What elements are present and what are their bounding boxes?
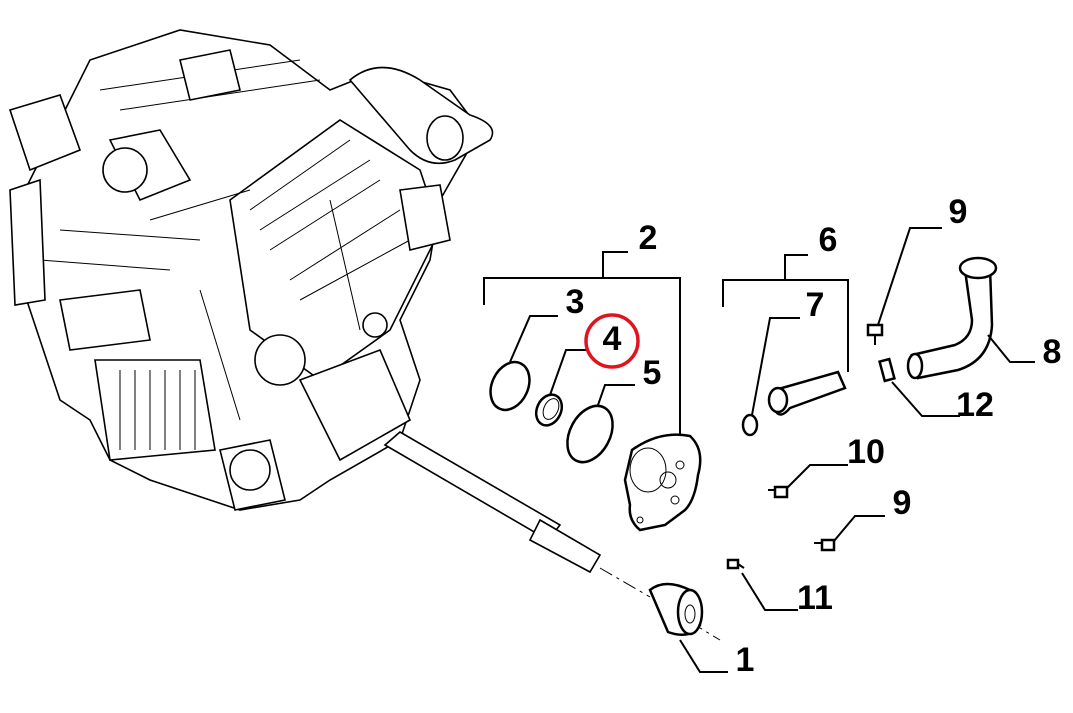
part-8-hose[interactable] xyxy=(906,256,998,380)
label-1[interactable]: 1 xyxy=(736,641,755,679)
part-5-oring[interactable] xyxy=(558,398,621,470)
part-9-bolt-top[interactable] xyxy=(866,323,884,345)
leader-8 xyxy=(987,334,1035,363)
label-6[interactable]: 6 xyxy=(819,221,838,259)
label-11[interactable]: 11 xyxy=(797,579,833,617)
part-3-oring[interactable] xyxy=(483,356,537,417)
leader-7 xyxy=(751,317,800,416)
part-6-pipe[interactable] xyxy=(767,370,847,416)
leader-4 xyxy=(549,349,588,396)
label-4[interactable]: 4 xyxy=(603,320,622,358)
leader-9b xyxy=(833,515,885,542)
leader-12 xyxy=(891,381,960,417)
leader-5 xyxy=(597,384,635,406)
highlight-circle xyxy=(584,313,640,369)
part-4-seal[interactable] xyxy=(531,390,566,429)
part-2-water-pump[interactable] xyxy=(623,433,702,532)
label-10[interactable]: 10 xyxy=(847,433,885,471)
label-3[interactable]: 3 xyxy=(566,283,585,321)
leader-1 xyxy=(679,639,728,673)
bracket-6 xyxy=(722,254,849,372)
part-1-pulley[interactable] xyxy=(648,582,704,637)
leader-3 xyxy=(509,315,558,363)
part-7-oring[interactable] xyxy=(741,413,759,437)
leader-11 xyxy=(741,572,798,611)
bracket-2 xyxy=(483,251,681,435)
engine-assembly xyxy=(8,29,494,511)
label-8[interactable]: 8 xyxy=(1043,333,1062,371)
label-9-bottom[interactable]: 9 xyxy=(893,484,912,522)
leader-9a xyxy=(877,227,942,326)
part-10-bolt[interactable] xyxy=(768,485,789,499)
label-5[interactable]: 5 xyxy=(643,354,662,392)
label-9-top[interactable]: 9 xyxy=(949,193,968,231)
part-12-clip[interactable] xyxy=(878,357,896,383)
part-9-bolt-bottom[interactable] xyxy=(814,538,836,552)
label-12[interactable]: 12 xyxy=(956,386,994,424)
label-7[interactable]: 7 xyxy=(806,286,825,324)
leader-10 xyxy=(786,464,848,489)
label-2[interactable]: 2 xyxy=(639,219,658,257)
part-11-pin[interactable] xyxy=(726,558,745,570)
